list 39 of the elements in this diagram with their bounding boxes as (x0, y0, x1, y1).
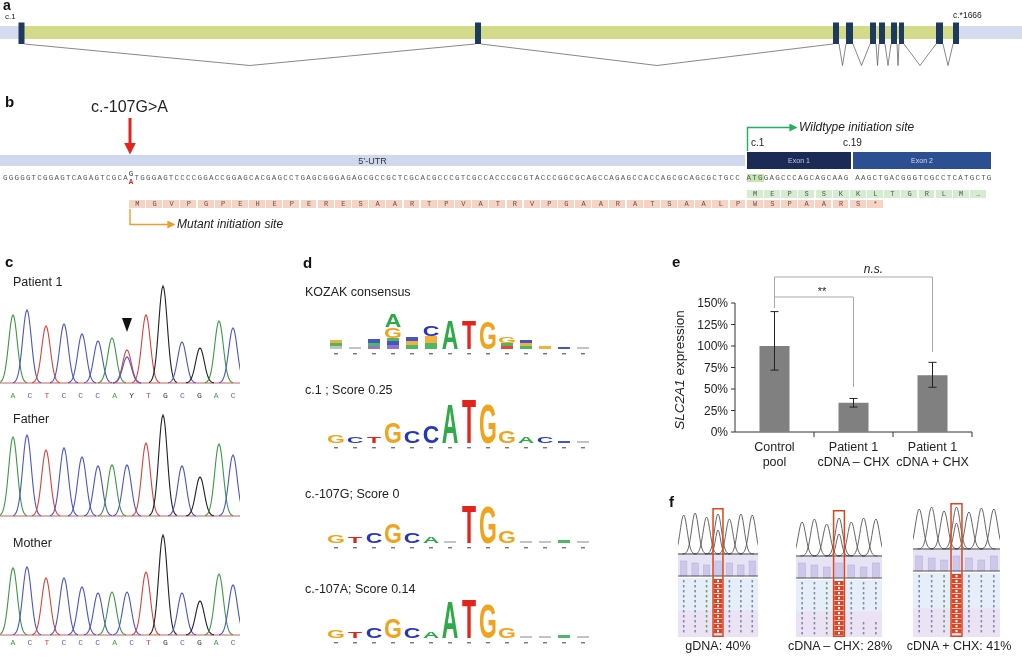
panel-letter: d (303, 255, 313, 271)
annotation-label: Mutant initiation site (177, 217, 284, 232)
panel-letter: f (669, 494, 674, 510)
significance-label: n.s. (863, 263, 884, 275)
sample-label: Mother (13, 536, 52, 551)
annotation-label: Wildtype initiation site (799, 120, 915, 135)
sample-label: Father (13, 412, 50, 427)
motif-title: c.1 ; Score 0.25 (305, 383, 393, 398)
axis-title: SLC2A1 expression (672, 310, 688, 430)
position-label: c.1 (751, 137, 765, 148)
significance-label: ** (817, 286, 827, 296)
arrow (129, 208, 176, 229)
panel-letter: b (5, 94, 15, 110)
percentage-caption: cDNA – CHX: 28% (786, 639, 894, 654)
mutation-label: c.-107G>A (91, 98, 168, 116)
base-calls: A C T C C C A C T G C G A C (10, 638, 240, 647)
percentage-caption: gDNA: 40% (684, 639, 752, 654)
panel-letter: e (672, 254, 681, 270)
percentage-caption: cDNA + CHX: 41% (905, 639, 1013, 654)
category-label: Patient 1 cDNA + CHX (895, 440, 970, 470)
tick-label: 50% (702, 382, 728, 396)
category-label: Control pool (753, 440, 796, 470)
panel-letter: c (5, 254, 14, 270)
tick-label: 150% (696, 296, 728, 310)
category-label: Patient 1 cDNA – CHX (816, 440, 891, 470)
position-label: c.*1666 (953, 10, 982, 20)
sample-label: Patient 1 (13, 275, 63, 290)
panel-letter: a (3, 0, 11, 11)
utr-bar: 5’-UTR (0, 155, 745, 166)
base-calls: A C T C C C A Y T G C G A C (10, 391, 240, 400)
arrow (746, 123, 798, 152)
position-label: c.19 (843, 137, 862, 148)
motif-title: c.-107A; Score 0.14 (305, 582, 416, 597)
tick-label: 0% (709, 425, 728, 439)
motif-title: KOZAK consensus (305, 285, 411, 300)
tick-label: 25% (702, 403, 728, 418)
position-label: c.1 (5, 12, 16, 21)
motif-title: c.-107G; Score 0 (305, 487, 400, 502)
arrow (124, 118, 136, 155)
